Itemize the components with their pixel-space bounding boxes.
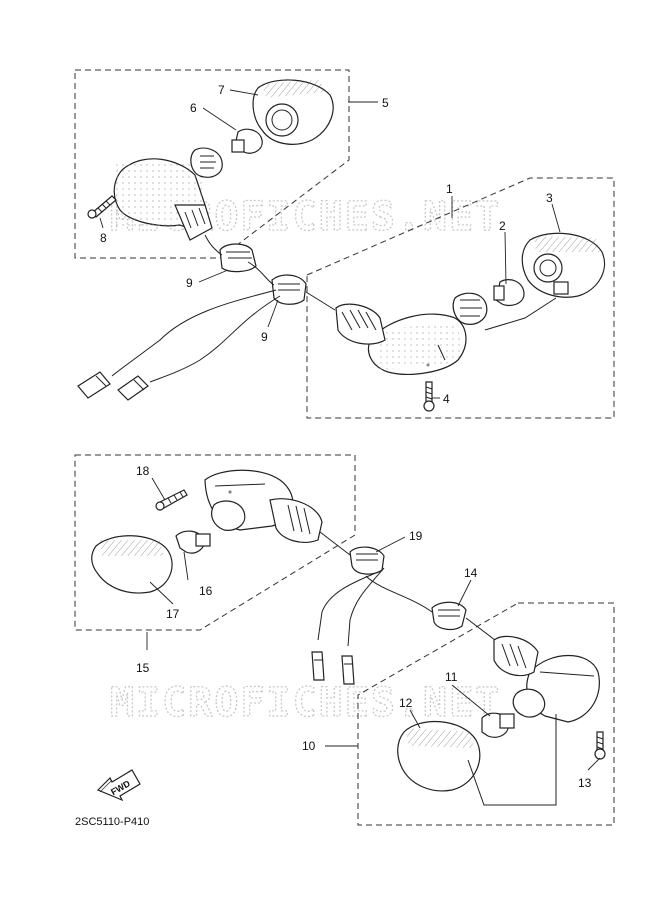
leader-lines xyxy=(99,89,601,771)
wire-harness-lower xyxy=(311,531,496,685)
connector-9-lower xyxy=(271,274,307,305)
rear-left-turn-signal-5 xyxy=(87,79,334,241)
diagram-code: 2SC5110-P410 xyxy=(75,816,149,828)
callout-18: 18 xyxy=(136,464,150,478)
callout-8: 8 xyxy=(100,231,107,245)
callout-9-upper: 9 xyxy=(186,276,193,290)
assembly-15-box xyxy=(74,454,356,631)
callout-14: 14 xyxy=(464,566,478,580)
callout-19: 19 xyxy=(409,529,423,543)
callout-13: 13 xyxy=(578,776,592,790)
callout-2: 2 xyxy=(499,219,506,233)
terminal-lower-left xyxy=(311,651,325,681)
callout-1: 1 xyxy=(446,182,453,196)
wire-harness-upper xyxy=(77,234,336,401)
callout-6: 6 xyxy=(190,101,197,115)
connector-19 xyxy=(349,546,385,575)
callout-7: 7 xyxy=(218,83,225,97)
callout-12: 12 xyxy=(399,696,413,710)
terminal-lower-right xyxy=(341,655,355,685)
terminal-left xyxy=(77,371,111,399)
watermark-bottom: MICROFICHES.NET xyxy=(110,680,501,726)
callout-5: 5 xyxy=(382,96,389,110)
callout-10: 10 xyxy=(302,739,316,753)
callout-9-lower: 9 xyxy=(261,330,268,344)
assembly-1-box xyxy=(306,177,615,419)
screw-18 xyxy=(155,489,188,511)
assembly-10-box xyxy=(357,602,615,826)
screw-4 xyxy=(423,381,435,412)
front-right-turn-signal-10 xyxy=(397,635,606,806)
screw-13 xyxy=(594,731,606,760)
connector-14 xyxy=(431,601,467,631)
callout-15: 15 xyxy=(136,661,150,675)
assembly-5-box xyxy=(74,69,350,259)
forward-direction-arrow: FWD xyxy=(96,769,141,802)
terminal-right xyxy=(117,375,149,401)
callout-3: 3 xyxy=(546,191,553,205)
rear-right-turn-signal-1 xyxy=(335,232,606,412)
screw-8 xyxy=(87,195,117,219)
callout-17: 17 xyxy=(166,607,180,621)
callout-4: 4 xyxy=(443,392,450,406)
connector-9-upper xyxy=(219,243,257,273)
callout-11: 11 xyxy=(445,670,458,684)
callouts: 1 2 3 4 5 6 7 8 9 9 10 11 12 13 14 15 16… xyxy=(100,83,592,790)
callout-16: 16 xyxy=(199,584,213,598)
front-left-turn-signal-15 xyxy=(91,469,323,594)
